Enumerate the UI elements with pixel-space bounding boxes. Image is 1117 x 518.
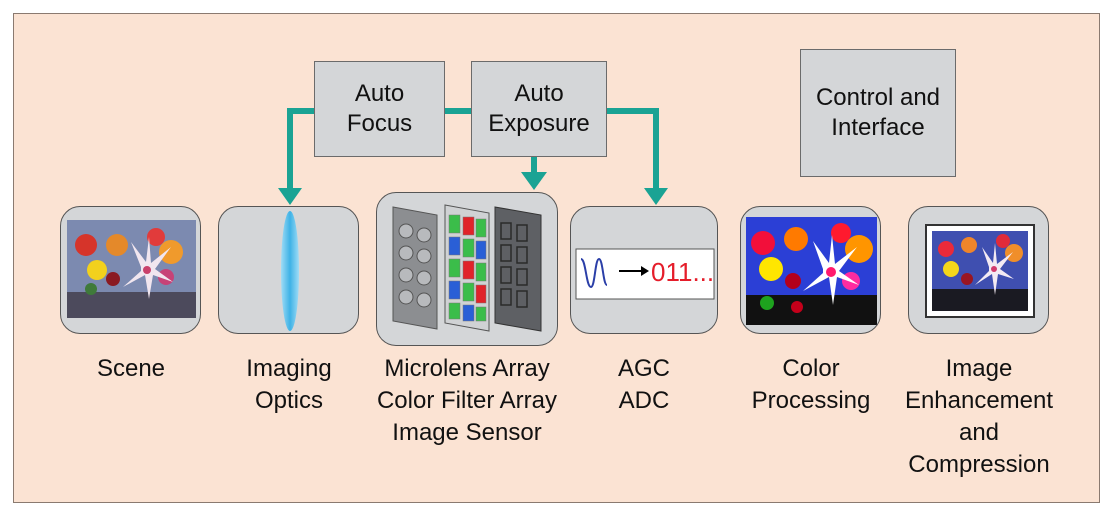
imaging-optics-label-line-1: Imaging bbox=[246, 355, 332, 382]
color-processing-stage bbox=[740, 206, 881, 334]
control-interface-line-2: Interface bbox=[831, 114, 925, 141]
auto-focus-box: Auto Focus bbox=[314, 61, 445, 157]
sensor-label-line-2: Color Filter Array bbox=[376, 387, 558, 414]
enhancement-label-line-4: Compression bbox=[908, 451, 1050, 478]
microlens-array-icon bbox=[392, 206, 438, 330]
auto-focus-line-2: Focus bbox=[346, 110, 413, 137]
lens-icon bbox=[281, 211, 299, 331]
sensor-stack-icon bbox=[392, 204, 542, 332]
scene-label-line-1: Scene bbox=[96, 355, 166, 382]
control-interface-box: Control and Interface bbox=[800, 49, 956, 177]
sensor-label: Microlens Array Color Filter Array Image… bbox=[357, 353, 577, 449]
enhancement-label-line-3: and bbox=[958, 419, 1000, 446]
enhancement-label-line-2: Enhancement bbox=[904, 387, 1054, 414]
flower-photo-icon bbox=[67, 220, 196, 318]
sensor-label-line-1: Microlens Array bbox=[384, 355, 550, 382]
scene-label: Scene bbox=[21, 353, 241, 385]
color-processing-label: Color Processing bbox=[701, 353, 921, 417]
color-processing-label-line-2: Processing bbox=[751, 387, 871, 414]
enhancement-stage bbox=[908, 206, 1049, 334]
enhancement-label-line-1: Image bbox=[945, 355, 1013, 382]
sensor-arrowhead bbox=[521, 172, 547, 190]
auto-exposure-box: Auto Exposure bbox=[471, 61, 607, 157]
ae-to-agc-arrow bbox=[606, 108, 659, 190]
color-processed-photo-icon bbox=[746, 217, 877, 325]
agc-adc-label-line-2: ADC bbox=[618, 387, 670, 414]
color-filter-array-icon bbox=[444, 204, 490, 332]
waveform-to-digital-icon: 011... bbox=[575, 248, 715, 300]
auto-exposure-line-1: Auto bbox=[514, 80, 564, 107]
auto-focus-line-1: Auto bbox=[354, 80, 405, 107]
imaging-optics-label: Imaging Optics bbox=[179, 353, 399, 417]
arrow-right-icon bbox=[641, 266, 649, 276]
af-to-optics-arrow bbox=[287, 108, 316, 190]
optics-arrowhead bbox=[278, 188, 302, 205]
sensor-stage bbox=[376, 192, 558, 346]
color-processing-label-line-1: Color bbox=[782, 355, 840, 382]
control-interface-line-1: Control and bbox=[815, 84, 941, 111]
waveform-icon bbox=[580, 257, 608, 289]
scene-stage bbox=[60, 206, 201, 334]
sensor-label-line-3: Image Sensor bbox=[392, 419, 542, 446]
agc-adc-label: AGC ADC bbox=[534, 353, 754, 417]
agc-adc-stage: 011... bbox=[570, 206, 718, 334]
framed-photo-icon bbox=[925, 224, 1035, 318]
agc-arrowhead bbox=[644, 188, 668, 205]
image-sensor-icon bbox=[494, 206, 542, 332]
agc-adc-label-line-1: AGC bbox=[617, 355, 670, 382]
auto-exposure-line-2: Exposure bbox=[488, 110, 590, 137]
enhancement-label: Image Enhancement and Compression bbox=[869, 353, 1089, 481]
digital-output-text: 011... bbox=[651, 257, 714, 287]
imaging-optics-stage bbox=[218, 206, 359, 334]
imaging-optics-label-line-2: Optics bbox=[254, 387, 323, 414]
